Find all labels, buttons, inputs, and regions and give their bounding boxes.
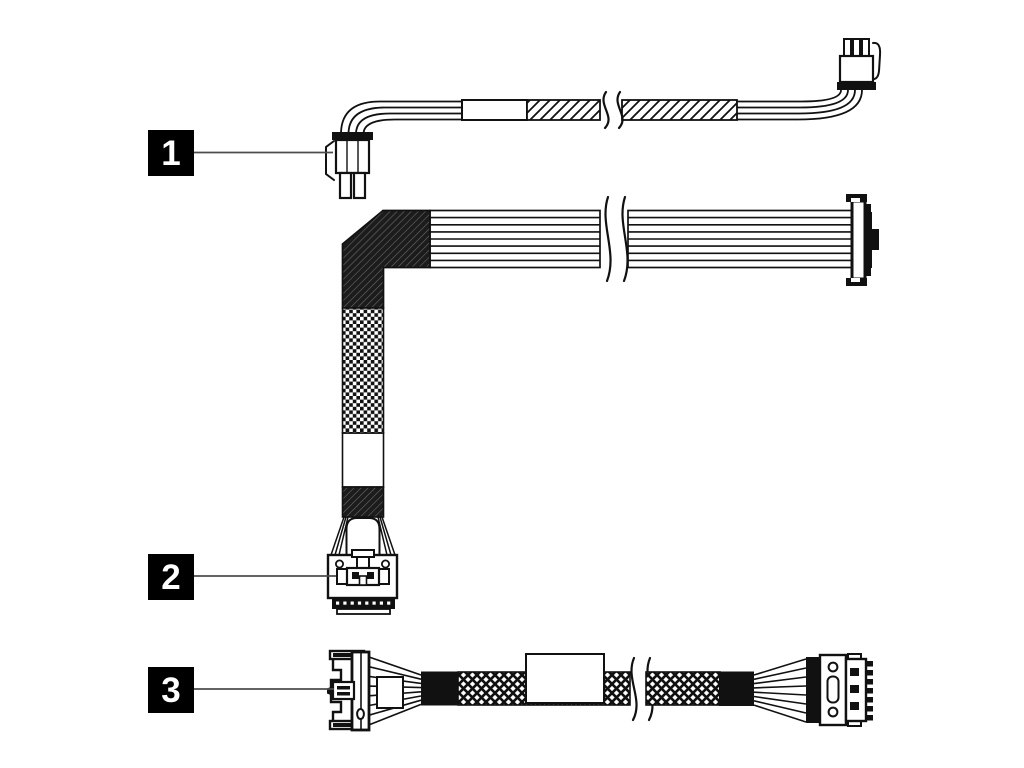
cable-1-right-connector xyxy=(837,38,882,90)
callout-badge-3: 3 xyxy=(148,667,194,713)
callout-badge-2: 2 xyxy=(148,554,194,600)
cable-3-left-band xyxy=(421,671,458,706)
cable-2-vertical-bare xyxy=(341,432,385,488)
cable-3-braid-right xyxy=(645,671,721,706)
cable-2-ribbon-cable xyxy=(326,194,879,615)
cable-3-right-band xyxy=(719,671,754,706)
cable-1-left-wires xyxy=(340,100,467,135)
cable-1-sleeve-right xyxy=(621,99,738,121)
cable-3-right-wires xyxy=(753,658,807,723)
cable-2-break-symbol xyxy=(604,195,629,283)
cable-2-elbow-sleeve xyxy=(341,209,431,309)
cable-2-vertical-sleeve xyxy=(341,486,385,518)
cable-1-power-cable xyxy=(325,38,882,200)
cable-1-shrink-tube xyxy=(461,99,528,121)
cable-3-braided-cable xyxy=(327,649,873,732)
cable-2-right-connector xyxy=(846,194,879,286)
cable-3-right-connector xyxy=(806,653,873,727)
callout-badge-1: 1 xyxy=(148,130,194,176)
cable-2-ribbon-segment-left xyxy=(429,209,601,269)
cable-2-bottom-connector xyxy=(326,516,399,615)
cable-1-sleeve-left xyxy=(526,99,601,121)
cable-1-right-wires xyxy=(736,89,863,121)
cable-1-left-connector xyxy=(325,132,373,200)
cable-2-ribbon-segment-right xyxy=(627,209,854,269)
cable-3-left-connector xyxy=(327,649,422,732)
cable-3-label-tag xyxy=(525,653,605,704)
cable-2-vertical-mesh xyxy=(341,307,385,434)
cable-1-break-symbol xyxy=(602,90,624,130)
